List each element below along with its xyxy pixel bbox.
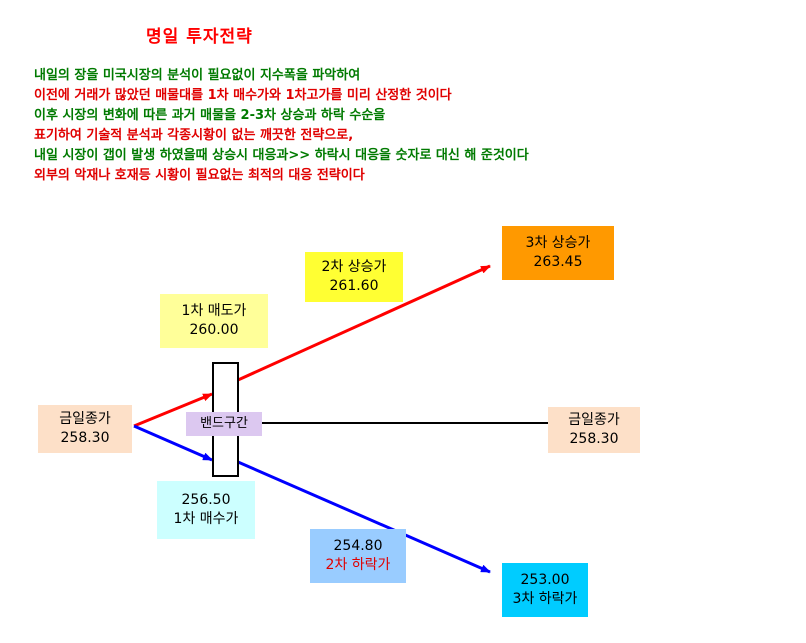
arrow-band-to-rise3	[237, 264, 491, 382]
node-fall-2: 254.80 2차 하락가	[310, 529, 406, 583]
intro-text: 내일의 장을 미국시장의 분석이 필요없이 지수폭을 파악하여 이전에 거래가 …	[34, 66, 529, 186]
node-band: 밴드구간	[186, 412, 262, 436]
node-fall-3: 253.00 3차 하락가	[502, 563, 588, 617]
intro-line-5: 내일 시장이 갭이 발생 하였을때 상승시 대응과>> 하락시 대응을 숫자로 …	[34, 148, 529, 163]
arrow-band-to-fall3	[237, 460, 491, 574]
node-label: 금일종가	[59, 411, 111, 427]
node-value: 256.50	[181, 492, 231, 508]
node-value: 263.45	[533, 254, 583, 270]
node-buy-1: 256.50 1차 매수가	[157, 481, 255, 539]
node-value: 254.80	[333, 538, 383, 554]
node-label: 1차 매도가	[181, 303, 247, 319]
node-label: 2차 상승가	[321, 259, 387, 275]
intro-line-2: 이전에 거래가 많았던 매물대를 1차 매수가와 1차고가를 미리 산정한 것이…	[34, 88, 452, 103]
node-label: 1차 매수가	[173, 511, 239, 527]
node-value: 253.00	[520, 572, 570, 588]
node-value: 258.30	[60, 430, 110, 446]
node-value: 260.00	[189, 322, 239, 338]
node-sell-1: 1차 매도가 260.00	[160, 294, 268, 348]
node-rise-2: 2차 상승가 261.60	[305, 252, 403, 302]
node-today-close-left: 금일종가 258.30	[38, 405, 132, 453]
node-label: 3차 상승가	[525, 235, 591, 251]
arrow-close-to-sell1	[133, 392, 213, 428]
intro-line-4: 표기하여 기술적 분석과 각종시황이 없는 깨끗한 전략으로,	[34, 128, 354, 143]
node-label: 금일종가	[568, 412, 620, 428]
page-title: 명일 투자전략	[146, 27, 253, 47]
node-today-close-right: 금일종가 258.30	[548, 407, 640, 453]
intro-line-1: 내일의 장을 미국시장의 분석이 필요없이 지수폭을 파악하여	[34, 68, 361, 83]
intro-line-6: 외부의 악재나 호재등 시황이 필요없는 최적의 대응 전략이다	[34, 168, 365, 183]
node-label: 3차 하락가	[512, 591, 578, 607]
arrow-close-to-buy1	[133, 424, 213, 462]
node-rise-3: 3차 상승가 263.45	[502, 226, 614, 280]
node-label: 2차 하락가	[325, 557, 391, 573]
node-value: 261.60	[329, 278, 379, 294]
intro-line-3: 이후 시장의 변화에 따른 과거 매물을 2-3차 상승과 하락 수순을	[34, 108, 386, 123]
node-value: 258.30	[569, 431, 619, 447]
